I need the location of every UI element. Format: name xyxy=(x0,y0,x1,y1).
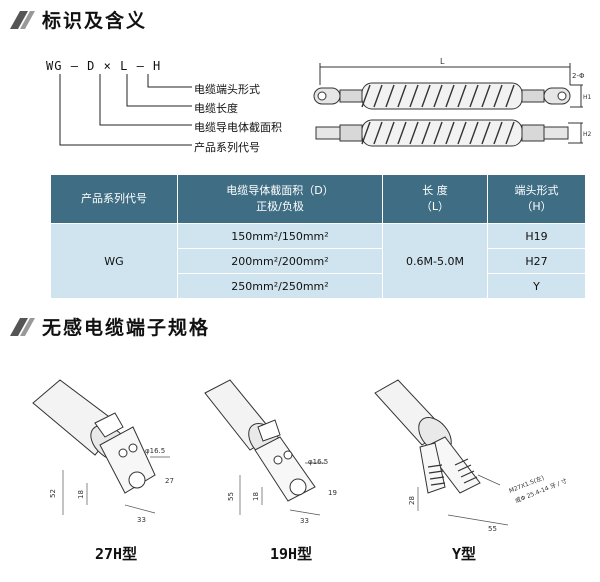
section-title-text: 无感电缆端子规格 xyxy=(42,317,211,339)
spec-table: 产品系列代号 电缆导体截面积（D）正极/负极 长 度（L） 端头形式（H） WG… xyxy=(50,174,586,299)
svg-text:55: 55 xyxy=(488,525,497,533)
svg-text:27: 27 xyxy=(165,477,174,485)
cell-area: 250mm²/250mm² xyxy=(177,273,383,299)
svg-text:18: 18 xyxy=(252,492,260,501)
header-head-type: 端头形式（H） xyxy=(487,174,586,224)
cell-series: WG xyxy=(50,223,178,299)
cable-2 xyxy=(315,119,569,147)
header-area: 电缆导体截面积（D）正极/负极 xyxy=(177,174,383,224)
svg-text:H1: H1 xyxy=(583,94,592,101)
definition-series-code: 产品系列代号 xyxy=(194,141,260,154)
definition-head-type: 电缆端头形式 xyxy=(194,83,260,96)
terminal-y-drawing: M27X1.5(左) 或Φ 25.4-14 牙 / 寸 28 55 xyxy=(374,379,568,533)
svg-text:18: 18 xyxy=(77,490,85,499)
code-sep-2: – xyxy=(136,59,145,73)
svg-text:33: 33 xyxy=(300,517,309,525)
code-bracket-lines xyxy=(59,74,192,146)
svg-text:2-Φ: 2-Φ xyxy=(572,72,585,80)
terminal-27h-drawing: φ16.5 52 18 27 33 xyxy=(32,379,174,524)
code-sep-1: – xyxy=(70,59,79,73)
section-title-identification: 标识及含义 xyxy=(8,6,147,33)
code-h: H xyxy=(153,59,162,73)
table-row: 250mm²/250mm² Y xyxy=(51,273,586,299)
cell-head: H27 xyxy=(487,248,586,274)
svg-text:φ16.5: φ16.5 xyxy=(145,447,165,455)
section-title-terminals: 无感电缆端子规格 xyxy=(8,313,210,340)
svg-text:φ16.5: φ16.5 xyxy=(308,458,328,466)
cable-1 xyxy=(313,82,571,110)
svg-text:L: L xyxy=(440,57,445,66)
cell-head: Y xyxy=(487,273,586,299)
cell-area: 200mm²/200mm² xyxy=(177,248,383,274)
svg-text:19: 19 xyxy=(328,489,337,497)
svg-text:H2: H2 xyxy=(583,131,592,138)
section-marker-icon xyxy=(10,317,35,336)
terminal-19h-drawing: φ16.5 55 18 19 33 xyxy=(204,379,337,525)
header-length: 长 度（L） xyxy=(382,174,488,224)
cell-area: 150mm²/150mm² xyxy=(177,223,383,249)
svg-text:52: 52 xyxy=(49,489,57,498)
svg-text:33: 33 xyxy=(137,516,146,524)
terminal-label-19h: 19H型 xyxy=(270,545,313,563)
cable-drawing: L 2-Φ H1 H2 xyxy=(313,57,592,147)
terminal-label-y: Y型 xyxy=(452,545,477,563)
cell-head: H19 xyxy=(487,223,586,249)
code-l: L xyxy=(120,59,129,73)
svg-text:55: 55 xyxy=(227,492,235,501)
definition-cross-section: 电缆导电体截面积 xyxy=(194,121,282,134)
code-times: × xyxy=(103,59,112,73)
section-marker-icon xyxy=(10,10,35,29)
header-series: 产品系列代号 xyxy=(50,174,178,224)
code-prefix: WG xyxy=(46,59,63,73)
definition-length: 电缆长度 xyxy=(194,102,238,115)
table-row: 200mm²/200mm² H27 xyxy=(51,248,586,274)
model-code: WG – D × L – H xyxy=(46,59,161,73)
table-row: WG 150mm²/150mm² 0.6M-5.0M H19 xyxy=(50,223,586,299)
svg-text:28: 28 xyxy=(408,496,416,505)
cell-length: 0.6M-5.0M xyxy=(382,223,488,299)
terminal-label-27h: 27H型 xyxy=(95,545,138,563)
code-d: D xyxy=(87,59,96,73)
section-title-text: 标识及含义 xyxy=(42,10,148,32)
